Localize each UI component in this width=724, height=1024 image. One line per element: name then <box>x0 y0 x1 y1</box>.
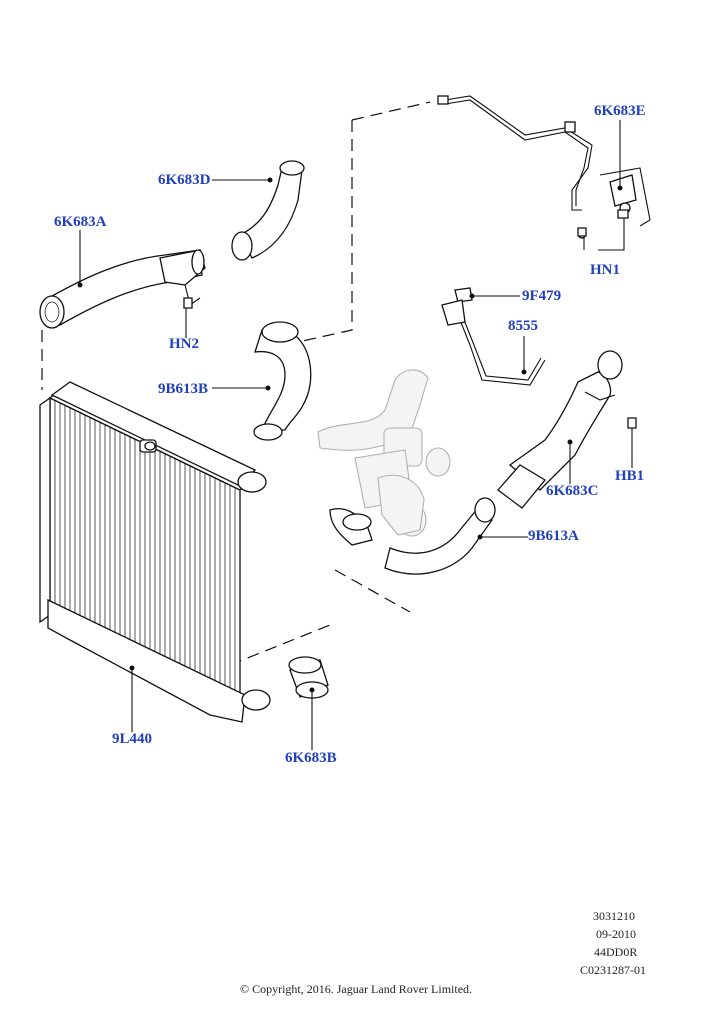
callout-6K683D[interactable]: 6K683D <box>158 172 211 188</box>
copyright-notice: © Copyright, 2016. Jaguar Land Rover Lim… <box>239 982 473 996</box>
hose-6K683D <box>231 160 305 261</box>
callout-9B613A[interactable]: 9B613A <box>528 528 579 544</box>
leader-lines <box>77 120 633 750</box>
hose-6K683A <box>39 249 206 329</box>
hose-6K683B <box>288 656 329 699</box>
diagram-code: 44DD0R <box>594 945 638 959</box>
callout-6K683A[interactable]: 6K683A <box>54 214 107 230</box>
callout-9B613B[interactable]: 9B613B <box>158 381 209 397</box>
hose-9B613B <box>253 321 312 441</box>
callout-8555[interactable]: 8555 <box>508 318 538 334</box>
callout-6K683B[interactable]: 6K683B <box>285 750 337 766</box>
hose-9B613A <box>329 497 496 575</box>
diagram-date: 09-2010 <box>596 927 636 941</box>
callout-HB1[interactable]: HB1 <box>615 468 645 484</box>
callout-6K683C[interactable]: 6K683C <box>546 483 599 499</box>
callout-6K683E[interactable]: 6K683E <box>594 103 646 119</box>
fasteners <box>183 209 637 429</box>
diagram-illustration-id: C0231287-01 <box>580 963 646 977</box>
intercooler-9L440 <box>39 381 271 723</box>
callout-HN2[interactable]: HN2 <box>169 336 199 352</box>
callout-9F479[interactable]: 9F479 <box>522 288 562 304</box>
hose-6K683C <box>497 350 623 509</box>
callout-9L440[interactable]: 9L440 <box>112 731 153 747</box>
turbocharger-ghost <box>317 369 451 537</box>
callout-HN1[interactable]: HN1 <box>590 262 620 278</box>
assembly-dashed-lines <box>41 101 431 666</box>
diagram-reference-number: 3031210 <box>593 909 635 923</box>
pipe-8555 <box>441 287 546 386</box>
